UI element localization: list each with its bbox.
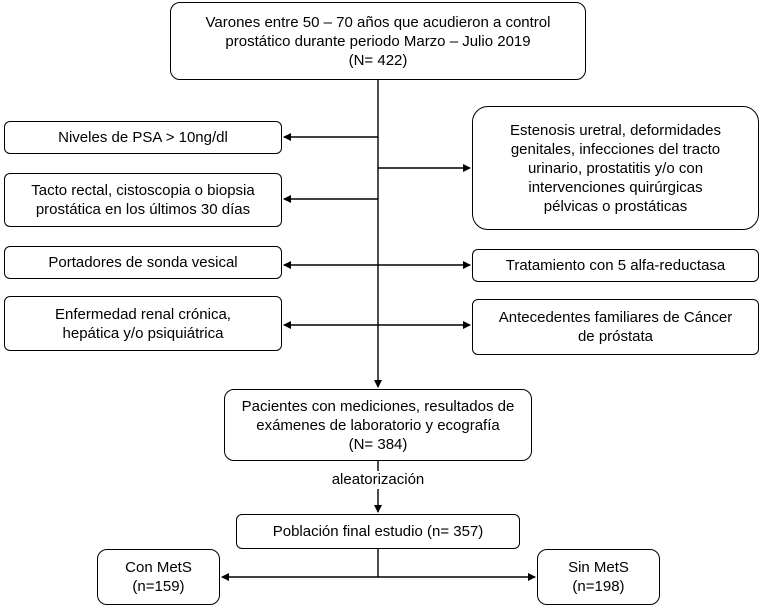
con-mets-text: Con MetS (n=159) <box>125 559 192 595</box>
exclusion-enfermedad-box: Enfermedad renal crónica, hepática y/o p… <box>4 296 282 351</box>
exclusion-tratamiento-box: Tratamiento con 5 alfa-reductasa <box>472 249 759 282</box>
aleatorizacion-label: aleatorización <box>318 471 438 489</box>
pacientes-text: Pacientes con mediciones, resultados de … <box>241 397 515 453</box>
start-box: Varones entre 50 – 70 años que acudieron… <box>170 2 586 80</box>
exclusion-estenosis-box: Estenosis uretral, deformidades genitale… <box>472 106 759 230</box>
exclusion-sonda-text: Portadores de sonda vesical <box>48 254 238 271</box>
sin-mets-box: Sin MetS (n=198) <box>537 549 660 605</box>
exclusion-antecedentes-text: Antecedentes familiares de Cáncer de pró… <box>498 309 733 345</box>
con-mets-box: Con MetS (n=159) <box>97 549 220 605</box>
pacientes-box: Pacientes con mediciones, resultados de … <box>224 389 532 461</box>
exclusion-enfermedad-text: Enfermedad renal crónica, hepática y/o p… <box>55 305 231 342</box>
exclusion-tacto-box: Tacto rectal, cistoscopia o biopsia pros… <box>4 173 282 227</box>
exclusion-estenosis-text: Estenosis uretral, deformidades genitale… <box>510 121 721 215</box>
poblacion-text: Población final estudio (n= 357) <box>272 523 484 540</box>
poblacion-box: Población final estudio (n= 357) <box>236 514 520 549</box>
exclusion-tacto-text: Tacto rectal, cistoscopia o biopsia pros… <box>31 182 255 218</box>
aleatorizacion-text: aleatorización <box>331 471 425 488</box>
sin-mets-text: Sin MetS (n=198) <box>568 559 629 595</box>
start-text: Varones entre 50 – 70 años que acudieron… <box>205 13 551 69</box>
exclusion-sonda-box: Portadores de sonda vesical <box>4 246 282 279</box>
exclusion-psa-text: Niveles de PSA > 10ng/dl <box>58 129 228 146</box>
exclusion-tratamiento-text: Tratamiento con 5 alfa-reductasa <box>505 257 726 274</box>
exclusion-antecedentes-box: Antecedentes familiares de Cáncer de pró… <box>472 299 759 355</box>
exclusion-psa-box: Niveles de PSA > 10ng/dl <box>4 121 282 154</box>
